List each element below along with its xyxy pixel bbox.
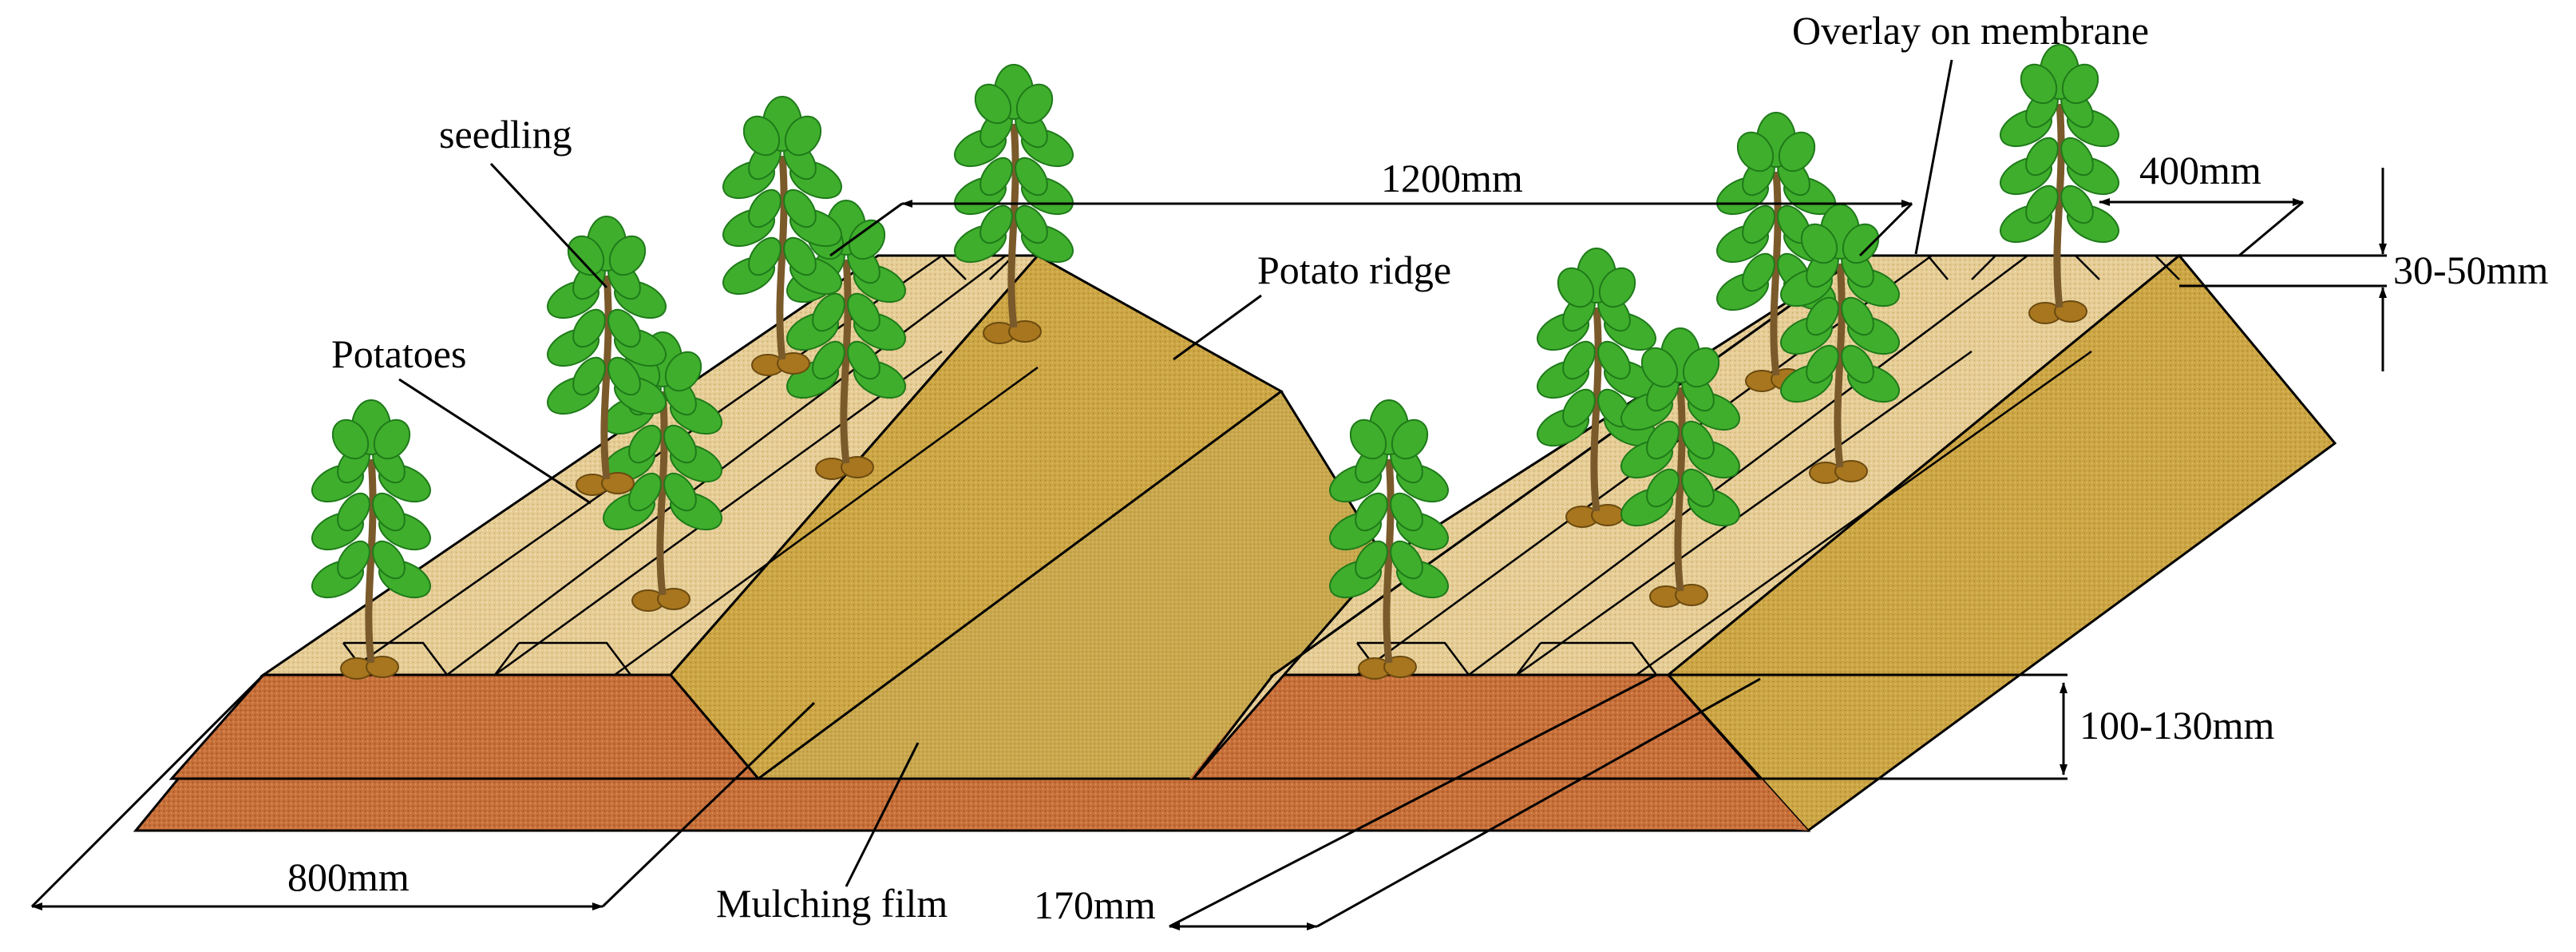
seedling-plant-icon (547, 216, 667, 496)
plants-layer (311, 44, 2119, 680)
dim-100-130: 100-130mm (2079, 703, 2275, 748)
dim-30-50: 30-50mm (2393, 248, 2549, 292)
seedling-plant-icon (1780, 204, 1900, 484)
seedling-plant-icon (954, 64, 1074, 344)
label-overlay: Overlay on membrane (1792, 8, 2149, 53)
label-potatoes: Potatoes (331, 331, 466, 376)
dim-800: 800mm (287, 855, 410, 899)
seedling-plant-icon (1537, 248, 1656, 528)
dim-400: 400mm (2139, 148, 2261, 192)
label-potato-ridge: Potato ridge (1257, 248, 1451, 292)
seedling-plant-icon (2000, 44, 2119, 324)
seedling-plant-icon (1329, 399, 1449, 680)
label-mulching-film: Mulching film (716, 881, 948, 926)
seedling-plant-icon (311, 399, 431, 680)
dim-1200: 1200mm (1381, 156, 1523, 200)
annotations: seedling Potatoes Potato ridge Overlay o… (331, 8, 2149, 926)
seedling-plant-icon (722, 96, 842, 376)
dimensions: 1200mm 400mm 30-50mm 100-130mm 800mm 170… (30, 148, 2549, 930)
dim-170: 170mm (1034, 883, 1156, 927)
seedling-plant-icon (1620, 327, 1740, 608)
label-seedling: seedling (439, 112, 572, 157)
